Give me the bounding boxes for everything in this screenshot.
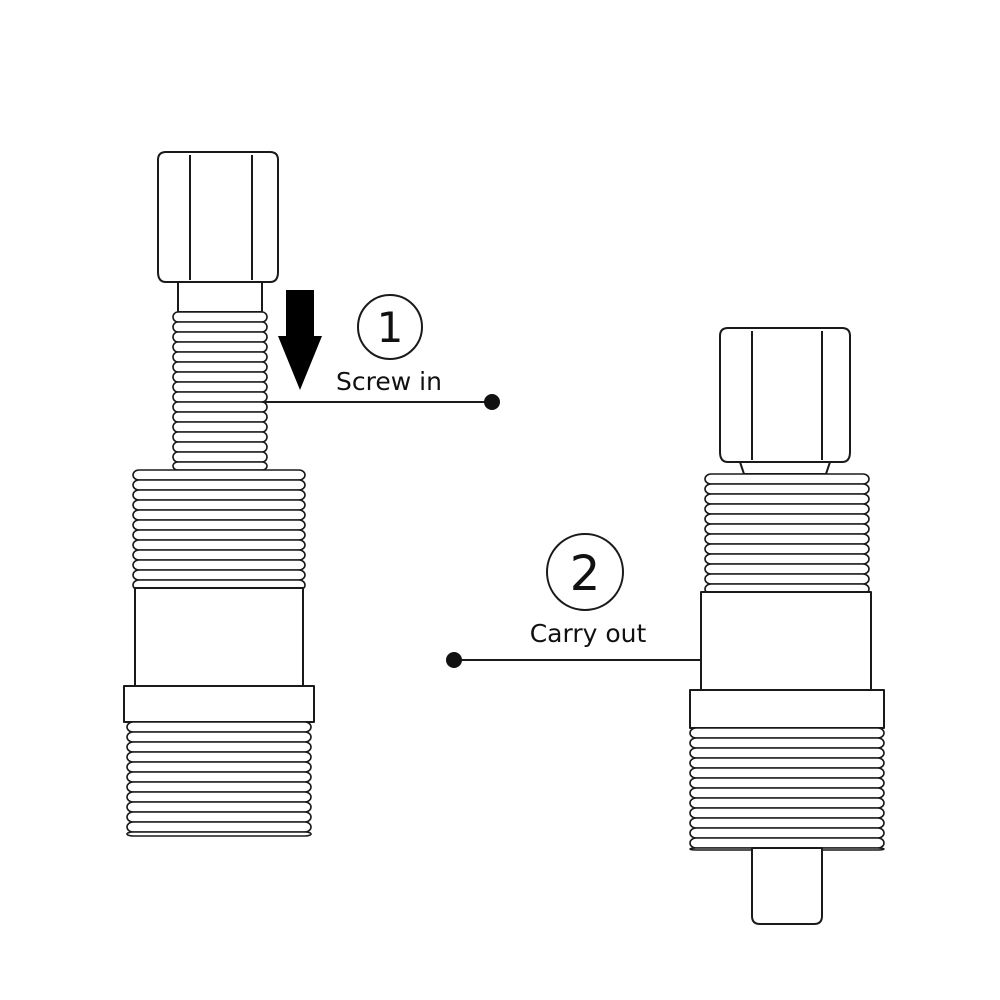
step-2-badge [546,533,624,611]
thread-ridge [126,781,312,793]
thread-ridge [172,311,268,323]
right-upper-threaded-body [704,473,870,595]
thread-ridge [172,341,268,353]
thread-ridge [132,569,306,581]
left-neck [177,281,263,313]
step-1-callout: 1 Screw in [262,294,500,410]
thread-ridge [704,473,870,485]
thread-ridge [172,351,268,363]
thread-ridge [132,529,306,541]
step-1-badge [357,294,423,360]
left-lower-threaded-body [126,721,312,837]
thread-ridge [172,431,268,443]
thread-ridge [172,421,268,433]
thread-ridge [132,559,306,571]
step-1-leader-dot [484,394,500,410]
thread-ridge [126,811,312,823]
thread-ridge [704,543,870,555]
thread-ridge [126,821,312,833]
thread-ridge [126,731,312,743]
thread-ridge [172,331,268,343]
thread-ridge [704,523,870,535]
thread-ridge [126,741,312,753]
step-2-number: 2 [570,546,601,602]
thread-ridge [689,777,885,789]
thread-ridge [172,461,268,471]
thread-ridge [689,747,885,759]
thread-ridge [704,503,870,515]
left-tool [123,151,315,837]
thread-ridge [126,771,312,783]
thread-ridge [132,549,306,561]
right-tool [689,327,885,925]
right-lower-threaded-body [689,727,885,851]
thread-ridge [704,493,870,505]
thread-ridge [689,787,885,799]
thread-ridge [704,563,870,575]
thread-ridge [689,827,885,839]
thread-ridge [689,727,885,739]
step-2-leader-dot [446,652,462,668]
left-collar [123,587,315,723]
thread-ridge [172,371,268,383]
thread-ridge [172,401,268,413]
thread-ridge [172,361,268,373]
right-ejector-pin [751,847,823,925]
thread-ridge [126,721,312,733]
thread-ridge [172,411,268,423]
thread-ridge [172,441,268,453]
left-upper-threaded-body [132,469,306,591]
thread-ridge [172,381,268,393]
right-neck [739,461,831,475]
thread-ridge [132,499,306,511]
thread-ridge [689,817,885,829]
thread-ridge [132,479,306,491]
thread-ridge [126,791,312,803]
step-1-number: 1 [377,303,404,352]
thread-ridge [132,509,306,521]
right-collar [689,591,885,729]
thread-ridge [704,533,870,545]
thread-ridge [132,489,306,501]
step-1-label: Screw in [336,367,442,396]
arrow-down-icon [278,290,322,390]
thread-ridge [172,451,268,463]
thread-ridge [132,469,306,481]
thread-ridge [704,553,870,565]
thread-ridge [689,797,885,809]
thread-ridge [126,751,312,763]
left-threaded-screw [172,311,268,471]
thread-ridge [132,519,306,531]
thread-ridge [704,513,870,525]
thread-ridge [126,801,312,813]
thread-ridge [689,757,885,769]
thread-ridge [126,831,312,837]
thread-ridge [689,767,885,779]
thread-ridge [689,837,885,849]
thread-ridge [172,321,268,333]
step-2-callout: 2 Carry out [446,533,700,668]
thread-ridge [172,391,268,403]
thread-ridge [704,573,870,585]
thread-ridge [689,737,885,749]
step-2-label: Carry out [530,619,647,648]
thread-ridge [126,761,312,773]
thread-ridge [704,483,870,495]
thread-ridge [132,539,306,551]
thread-ridge [689,807,885,819]
right-hex-nut [719,327,851,463]
left-hex-nut [157,151,279,283]
